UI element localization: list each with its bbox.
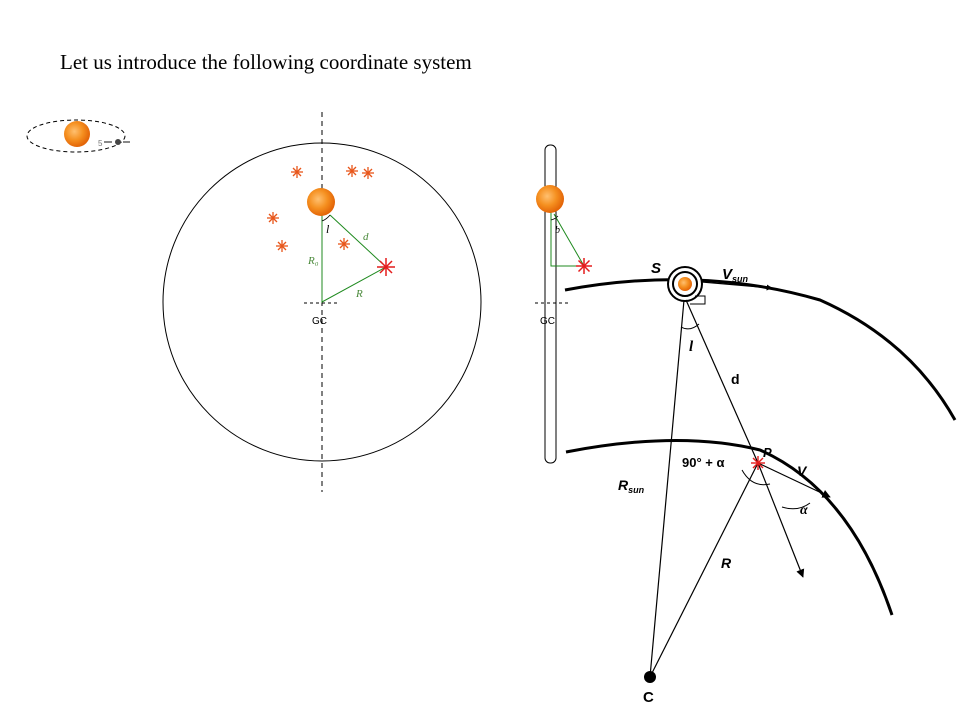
sun-icon <box>64 121 90 147</box>
angle-label: 90° + α <box>682 455 724 470</box>
galaxy-top-view: l d R₀ R GC <box>162 112 482 492</box>
rsun-label: Rsun <box>618 477 645 495</box>
orbit-sketch: 5 <box>26 119 130 153</box>
slide-title: Let us introduce the following coordinat… <box>60 50 472 74</box>
latitude-label: b <box>555 225 560 236</box>
star-icon <box>377 258 395 276</box>
star-icon <box>751 456 765 470</box>
svg-text:5: 5 <box>98 139 103 148</box>
gc-label: GC <box>312 316 327 327</box>
rotation-geometry-figure: S Vsun l d P 90° + α V α Rsun R C <box>564 260 957 706</box>
d-label: d <box>731 371 740 387</box>
vsun-label: Vsun <box>722 266 749 284</box>
v-label: V <box>797 463 808 479</box>
star-icon <box>267 165 374 252</box>
sun-icon <box>667 266 706 305</box>
longitude-label: l <box>326 222 330 236</box>
radius-label: R <box>355 288 363 300</box>
sun-icon <box>307 188 335 216</box>
sun-distance-label: R₀ <box>307 255 319 267</box>
gc-label-side: GC <box>540 316 555 327</box>
r-label: R <box>721 555 732 571</box>
galaxy-side-view: b GC <box>535 144 592 464</box>
p-label: P <box>763 445 772 460</box>
c-label: C <box>643 689 654 706</box>
l-label: l <box>689 339 694 355</box>
distance-label: d <box>363 231 369 243</box>
sun-icon <box>536 185 564 213</box>
sun-label: S <box>651 260 661 277</box>
star-icon <box>576 258 592 274</box>
alpha-label: α <box>800 503 808 518</box>
center-point <box>644 671 656 683</box>
satellite-icon: 5 <box>98 139 130 148</box>
